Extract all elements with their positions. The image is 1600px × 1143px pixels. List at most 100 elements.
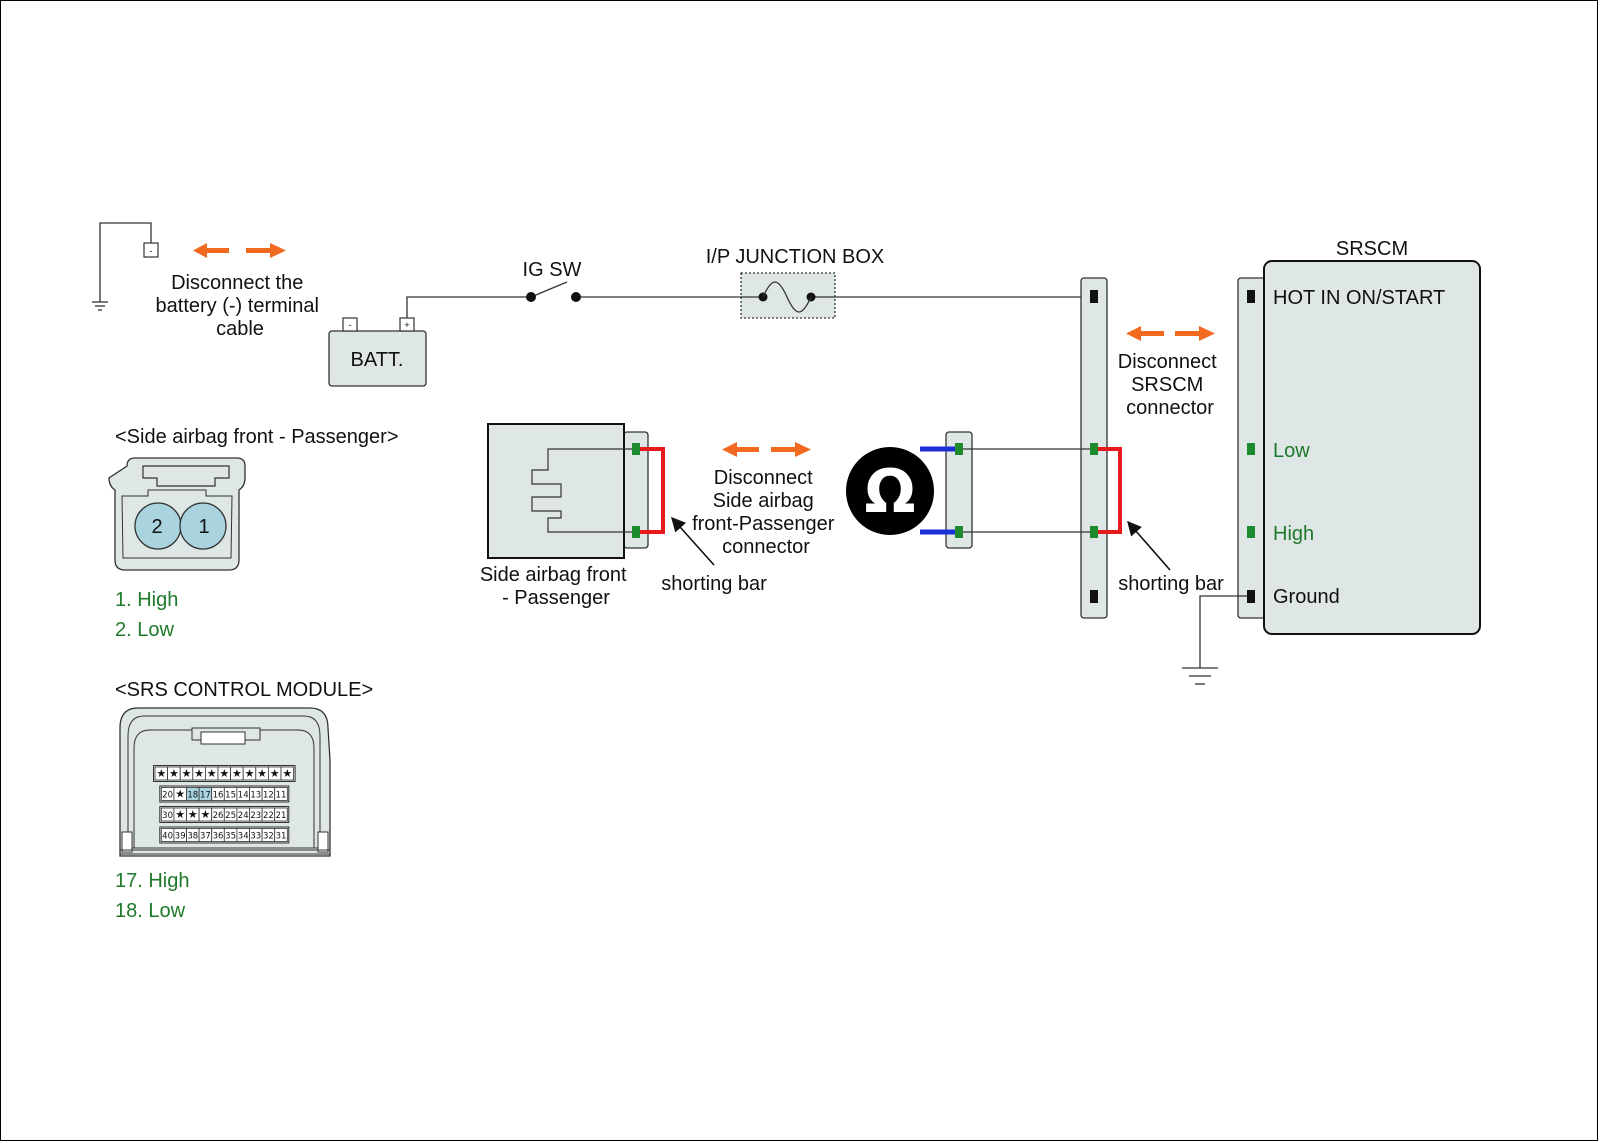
airbag-disconnect-arrows (722, 442, 811, 457)
pin-cell (274, 828, 288, 842)
battery-disconnect-arrows (193, 243, 286, 258)
pin-label: ★ (200, 808, 210, 821)
pin-label: ★ (270, 767, 280, 780)
pin-label: 12 (263, 790, 274, 800)
pin-label: ★ (245, 767, 255, 780)
pin-label: 39 (175, 831, 186, 841)
squib-element-icon (531, 448, 632, 533)
pin-label: ★ (175, 787, 185, 800)
side-airbag-connector-title: <Side airbag front - Passenger> (115, 426, 399, 448)
pin-label: 31 (276, 831, 287, 841)
pin-label: 23 (250, 811, 261, 821)
pin-label: 32 (263, 831, 274, 841)
pin-label: 30 (162, 811, 173, 821)
pin-label: 26 (213, 811, 224, 821)
battery: - + BATT. (328, 317, 427, 387)
side-airbag-legend-high: 1. High (115, 589, 178, 611)
pin-label: 34 (238, 831, 249, 841)
ohm-symbol: Ω (864, 457, 915, 527)
srscm-disconnect-note: Disconnect SRSCM connector (1118, 351, 1223, 419)
pin-label: 13 (250, 790, 261, 800)
pin-label: 21 (276, 811, 287, 821)
power-line (406, 281, 1090, 318)
pin-label: 40 (162, 831, 173, 841)
ig-switch-contact-b (571, 292, 581, 302)
battery-minus-terminal: - (349, 320, 352, 330)
pin-row-frame (153, 765, 296, 782)
pin-label: 22 (263, 811, 274, 821)
side-airbag-component (487, 423, 649, 559)
pin-label: 16 (213, 790, 224, 800)
pin-label: 14 (238, 790, 249, 800)
pin-label: ★ (182, 767, 192, 780)
harness-shorting-bar-label: shorting bar (1118, 573, 1224, 595)
fuse-icon (762, 281, 812, 313)
pin-label: 33 (250, 831, 261, 841)
airbag-shorting-bar-pointer (671, 516, 715, 566)
pin-label: ★ (232, 767, 242, 780)
side-airbag-connector-face (108, 457, 246, 571)
harness-shorting-bar (1098, 447, 1122, 534)
pin-label: ★ (188, 808, 198, 821)
battery-plus-terminal: + (404, 320, 409, 330)
cable-minus-sign: - (150, 246, 153, 256)
pin-label: 25 (225, 811, 236, 821)
pin-label: 15 (225, 790, 236, 800)
junction-box-label: I/P JUNCTION BOX (706, 246, 885, 268)
pin-label: 24 (238, 811, 249, 821)
pin-row-frame (159, 826, 290, 844)
pin-row-frame (159, 785, 290, 803)
pin-label: 35 (225, 831, 236, 841)
pin-label: 20 (162, 790, 173, 800)
pin-label: ★ (257, 767, 267, 780)
pin-label: ★ (156, 767, 166, 780)
pin-cell (280, 766, 295, 781)
ig-switch-label: IG SW (523, 259, 582, 281)
pin-label: ★ (194, 767, 204, 780)
airbag-component-label: Side airbag front - Passenger (480, 564, 632, 609)
pin-label: ★ (282, 767, 292, 780)
battery-ground-cable: - (92, 222, 159, 311)
side-airbag-legend-low: 2. Low (115, 619, 174, 641)
srscm-title: SRSCM (1336, 238, 1408, 260)
pin-label: ★ (175, 808, 185, 821)
harness-shorting-bar-pointer (1127, 520, 1171, 571)
srscm-pin-hot: HOT IN ON/START (1273, 287, 1445, 309)
srs-module-connector-title: <SRS CONTROL MODULE> (115, 679, 373, 701)
meter-connector (945, 431, 973, 549)
pin-label: 37 (200, 831, 211, 841)
pin-label: ★ (207, 767, 217, 780)
battery-disconnect-note: Disconnect the battery (-) terminal cabl… (156, 272, 325, 340)
srs-module-legend-high: 17. High (115, 870, 190, 892)
srscm-module (1237, 260, 1481, 635)
pin-label: 36 (213, 831, 224, 841)
battery-label: BATT. (351, 349, 404, 371)
airbag-shorting-bar-label: shorting bar (661, 573, 767, 595)
srscm-disconnect-arrows (1126, 326, 1215, 341)
srscm-ground (1182, 595, 1247, 685)
pin-label: 11 (276, 790, 287, 800)
side-airbag-pin-1: 1 (198, 516, 209, 538)
side-airbag-pin-2: 2 (151, 516, 162, 538)
airbag-disconnect-note: Disconnect Side airbag front-Passenger c… (692, 467, 840, 558)
pin-cell (274, 787, 288, 801)
ohmmeter-icon (846, 447, 934, 535)
airbag-shorting-bar (640, 447, 665, 534)
pin-label: 38 (187, 831, 198, 841)
pin-row-frame (159, 806, 290, 823)
pin-label: 18 (187, 790, 198, 800)
junction-box (740, 272, 836, 319)
pin-cell (274, 807, 288, 822)
pin-label: ★ (219, 767, 229, 780)
pin-label: ★ (169, 767, 179, 780)
ig-switch-contact-a (526, 292, 536, 302)
srscm-pin-ground: Ground (1273, 586, 1340, 608)
srscm-pin-high: High (1273, 523, 1314, 545)
srs-module-legend-low: 18. Low (115, 900, 186, 922)
srscm-pin-low: Low (1273, 440, 1310, 462)
pin-label: 17 (200, 790, 211, 800)
